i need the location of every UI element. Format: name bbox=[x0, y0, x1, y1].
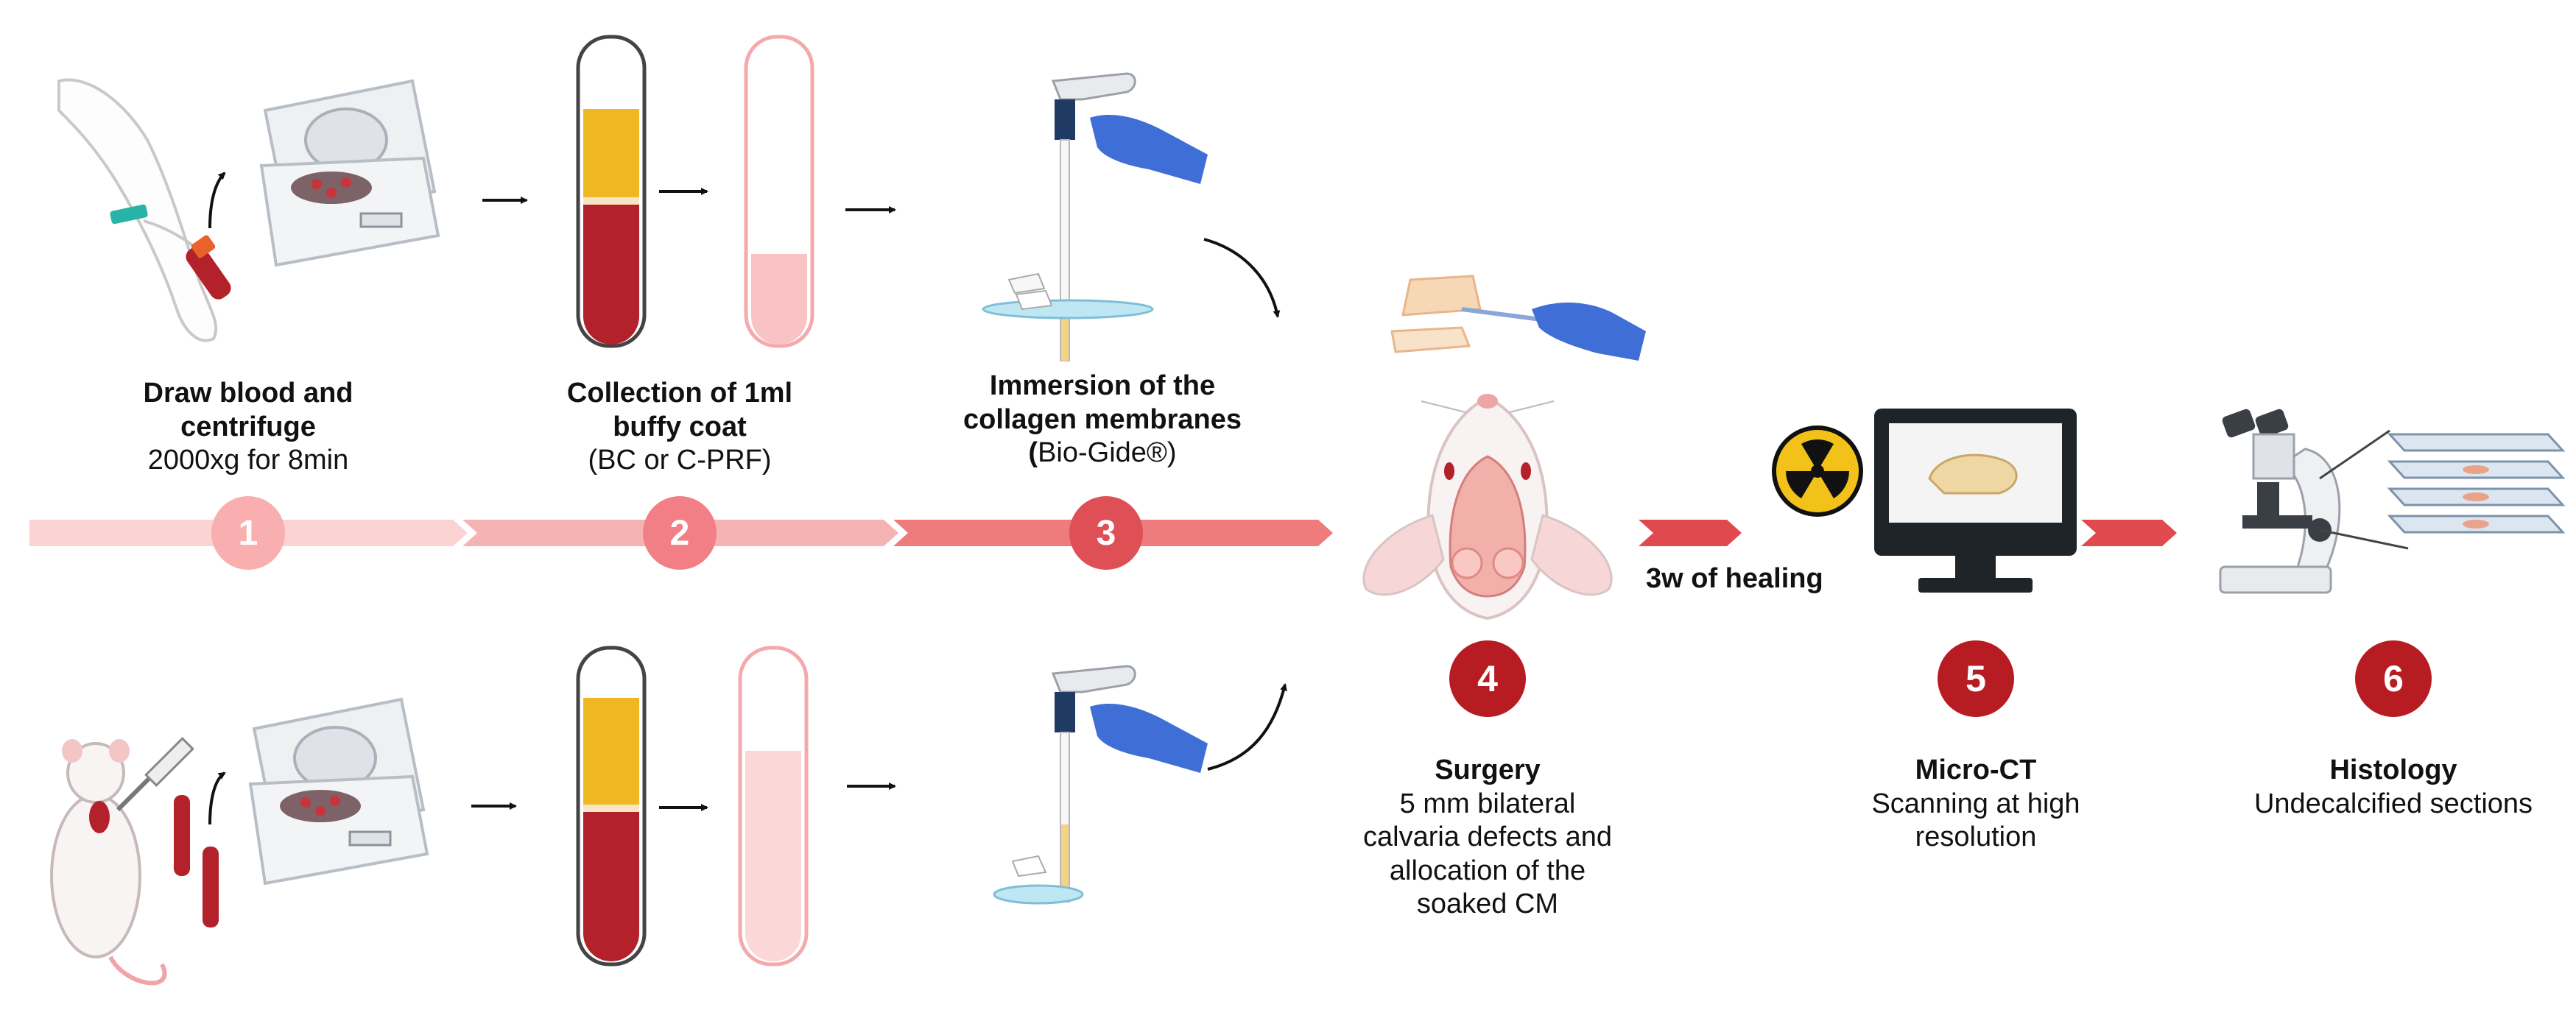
step-2-label: Collection of 1ml buffy coat (BC or C-PR… bbox=[525, 377, 834, 478]
healing-label: 3w of healing bbox=[1646, 563, 1823, 594]
step-3-title-line-1: Immersion of the bbox=[989, 370, 1216, 401]
step-4-detail-line-4: soaked CM bbox=[1416, 888, 1559, 920]
step-number-3: 3 bbox=[1097, 514, 1116, 553]
step-4-detail-line-1: 5 mm bilateral bbox=[1399, 788, 1576, 819]
step-number-1: 1 bbox=[239, 514, 258, 553]
step-2-title-line-1: Collection of 1ml bbox=[566, 378, 793, 409]
step-number-4: 4 bbox=[1477, 658, 1498, 699]
step-3-label: Immersion of the collagen membranes (Bio… bbox=[944, 370, 1261, 470]
step-1-label: Draw blood and centrifuge 2000xg for 8mi… bbox=[101, 377, 395, 478]
curved-arrow-down bbox=[1203, 238, 1281, 318]
step-1-detail: 2000xg for 8min bbox=[147, 445, 349, 476]
to-histology-arrow bbox=[2081, 520, 2177, 546]
step-6-title: Histology bbox=[2329, 755, 2457, 785]
pipette-with-glove-icon-row2 bbox=[993, 665, 1208, 905]
step-1-title-line-1: Draw blood and bbox=[143, 378, 353, 409]
step-circle-3: 3 bbox=[1069, 496, 1143, 570]
pipette-with-glove-icon bbox=[982, 72, 1208, 361]
step-4-title: Surgery bbox=[1435, 755, 1541, 785]
centrifuge-icon-row2 bbox=[248, 697, 429, 886]
step-5-title: Micro-CT bbox=[1915, 755, 2037, 785]
step-6-detail: Undecalcified sections bbox=[2253, 788, 2533, 819]
process-arrow-band bbox=[29, 520, 2177, 546]
step-3-detail-prefix: ( bbox=[1028, 437, 1038, 469]
step-6-label: Histology Undecalcified sections bbox=[2224, 754, 2563, 821]
microscope-icon bbox=[2219, 409, 2409, 594]
step-5-detail-line-1: Scanning at high bbox=[1871, 788, 2080, 819]
step-1-title-line-2: centrifuge bbox=[180, 411, 316, 442]
step-3-detail: (Bio-Gide®) bbox=[944, 437, 1261, 470]
step-3-title-line-2: collagen membranes bbox=[963, 403, 1242, 435]
arm-blood-draw-icon bbox=[57, 78, 231, 342]
step-circle-4: 4 bbox=[1449, 640, 1526, 717]
healing-arrow bbox=[1639, 520, 1742, 546]
step-number-2: 2 bbox=[670, 514, 690, 553]
rat-blood-draw-icon bbox=[50, 737, 226, 986]
curved-arrow-up bbox=[1207, 683, 1287, 771]
step-4-detail-line-3: allocation of the bbox=[1389, 855, 1586, 886]
step-2-detail: (BC or C-PRF) bbox=[588, 445, 772, 476]
rat-head-calvaria-icon bbox=[1362, 394, 1613, 621]
step-circle-1: 1 bbox=[211, 496, 285, 570]
step-circle-5: 5 bbox=[1938, 640, 2014, 717]
centrifuge-icon bbox=[259, 79, 440, 267]
radiation-icon bbox=[1772, 425, 1863, 517]
collected-buffy-coat-tube-icon-row2 bbox=[738, 646, 809, 967]
histology-slides-icon bbox=[2387, 433, 2566, 534]
step-5-label: Micro-CT Scanning at high resolution bbox=[1821, 754, 2130, 855]
step-circle-6: 6 bbox=[2355, 640, 2432, 717]
step-3-detail-text: Bio-Gide®) bbox=[1038, 437, 1177, 469]
step-4-label: Surgery 5 mm bilateral calvaria defects … bbox=[1333, 754, 1642, 922]
blood-tube-separated-icon-row2 bbox=[576, 646, 647, 967]
step-4-detail-line-2: calvaria defects and bbox=[1363, 822, 1612, 853]
step-number-5: 5 bbox=[1966, 658, 1986, 699]
step-5-detail-line-2: resolution bbox=[1915, 822, 2037, 853]
step-2-title-line-2: buffy coat bbox=[613, 411, 747, 442]
membrane-with-forceps-icon bbox=[1390, 275, 1646, 361]
collected-buffy-coat-tube-icon bbox=[744, 35, 814, 348]
step-number-6: 6 bbox=[2383, 658, 2404, 699]
step-circle-2: 2 bbox=[643, 496, 717, 570]
blood-tube-separated-icon bbox=[576, 35, 647, 348]
monitor-skull-icon bbox=[1874, 409, 2077, 593]
